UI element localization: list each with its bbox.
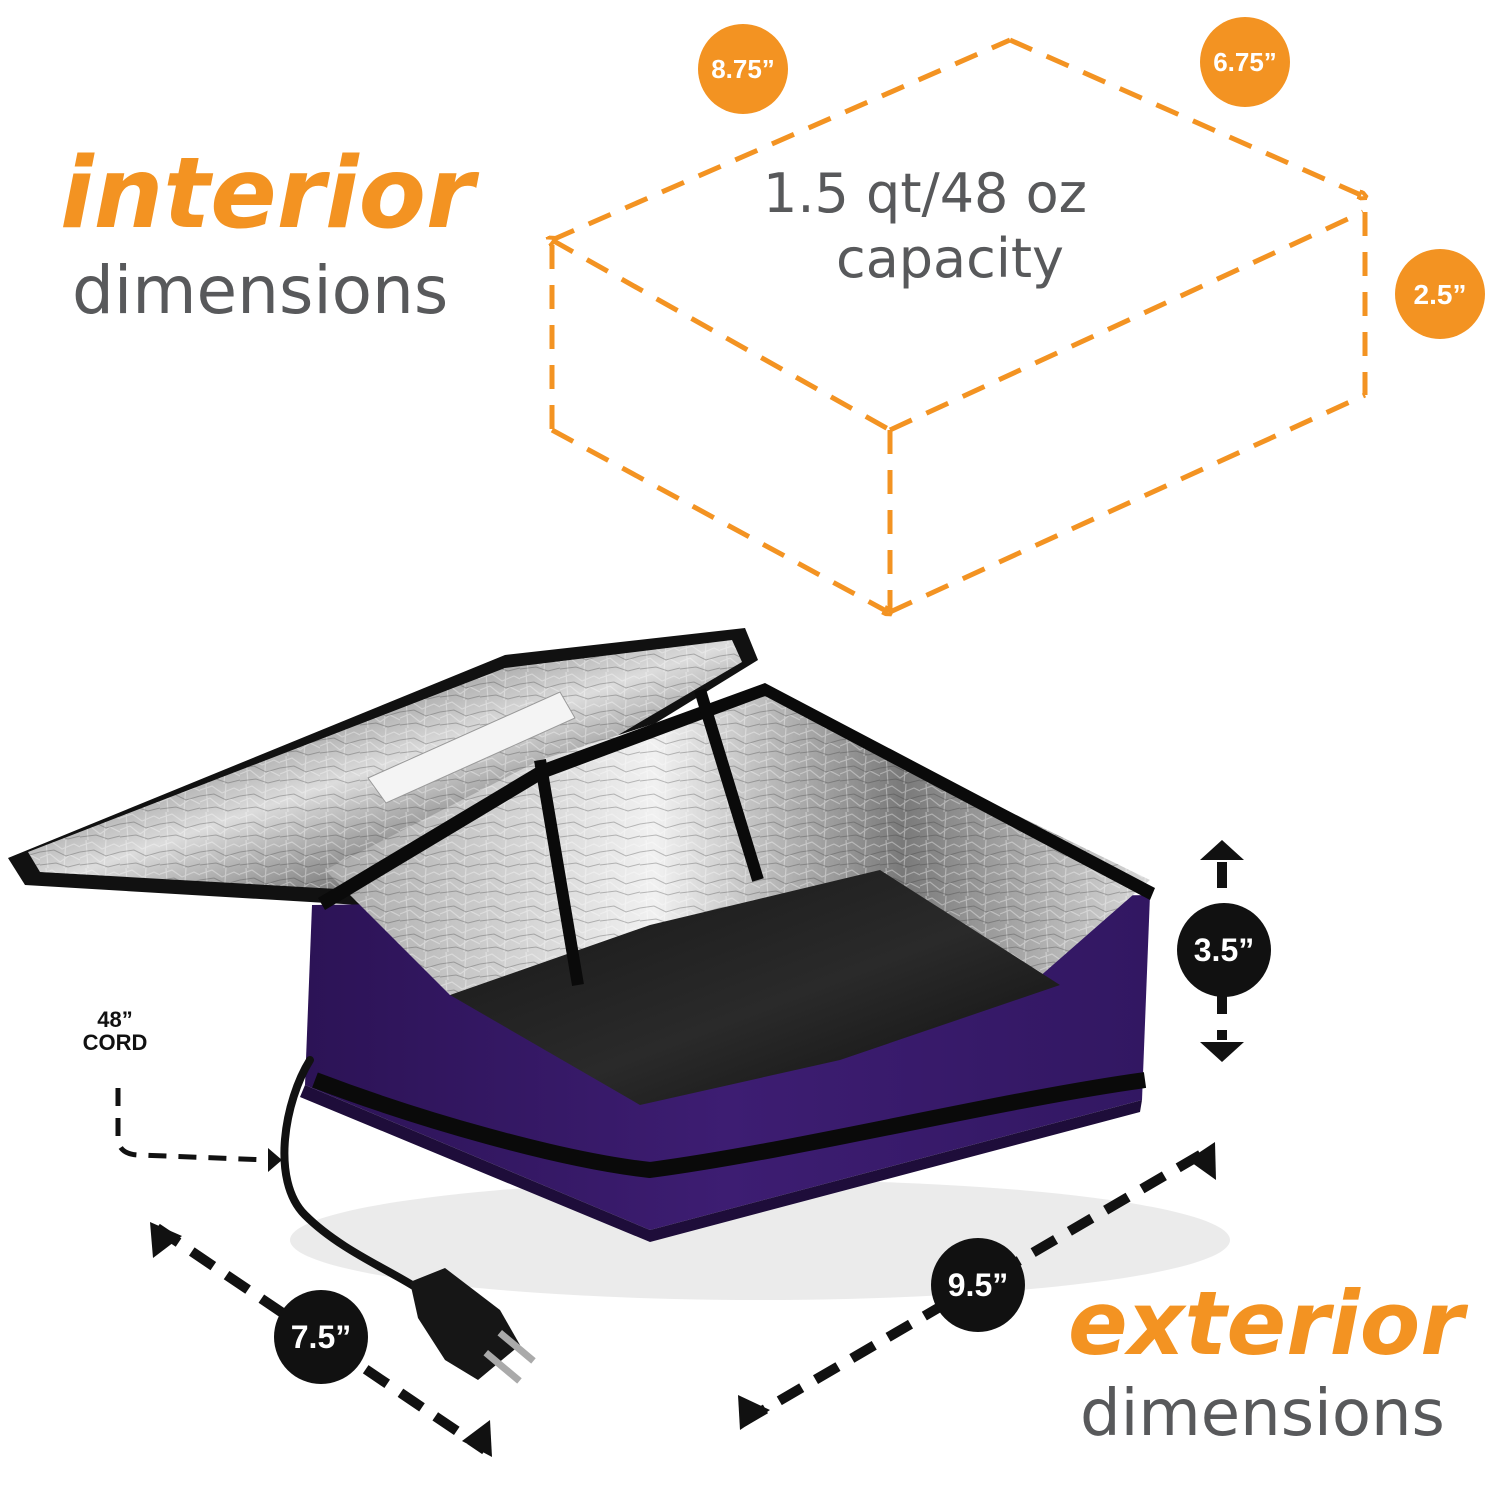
interior-length-badge: 8.75”	[698, 24, 788, 114]
interior-length-label: 8.75”	[711, 54, 775, 84]
capacity-line-1: 1.5 qt/48 oz	[763, 162, 1087, 225]
interior-height-label: 2.5”	[1414, 279, 1467, 310]
exterior-subheading: dimensions	[1080, 1377, 1445, 1451]
capacity-line-2: capacity	[836, 227, 1064, 290]
exterior-height-label: 3.5”	[1194, 932, 1254, 968]
exterior-width-label: 7.5”	[291, 1319, 351, 1355]
cord-callout-line	[115, 1088, 282, 1172]
interior-height-badge: 2.5”	[1395, 249, 1485, 339]
interior-width-badge: 6.75”	[1200, 17, 1290, 107]
interior-width-label: 6.75”	[1213, 47, 1277, 77]
cord-length: 48”	[97, 1007, 133, 1032]
interior-heading: interior	[60, 137, 475, 251]
exterior-width-badge: 7.5”	[274, 1290, 368, 1384]
exterior-heading: exterior	[1068, 1272, 1464, 1375]
cord-word: CORD	[82, 1030, 148, 1056]
cord-label: 48” CORD	[70, 1008, 160, 1054]
lunch-bag-illustration	[8, 628, 1230, 1384]
exterior-length-badge: 9.5”	[931, 1238, 1025, 1332]
interior-dimension-box	[552, 37, 1365, 612]
exterior-height-badge: 3.5”	[1177, 903, 1271, 997]
interior-subheading: dimensions	[72, 252, 449, 329]
exterior-arrowheads	[150, 840, 1244, 1457]
exterior-length-label: 9.5”	[948, 1267, 1008, 1303]
